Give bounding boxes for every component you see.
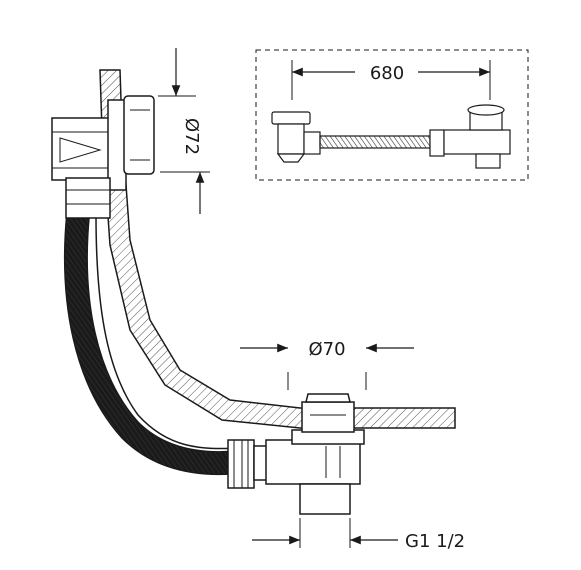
- dimension-thread: G1 1/2: [252, 518, 465, 552]
- dimension-overflow-diameter: Ø72: [158, 48, 210, 214]
- overflow-diameter-label: Ø72: [181, 118, 202, 155]
- inset-overview: 680: [255, 49, 529, 181]
- overflow-head: [51, 95, 155, 219]
- dimension-waste-diameter: Ø70: [240, 339, 414, 390]
- waste-diameter-label: Ø70: [308, 339, 345, 360]
- flexible-hose: [63, 213, 242, 476]
- thread-label: G1 1/2: [405, 531, 465, 552]
- bathtub-wall-section: [99, 69, 456, 429]
- waste-outlet-assembly: [227, 393, 365, 515]
- length-label: 680: [370, 63, 404, 84]
